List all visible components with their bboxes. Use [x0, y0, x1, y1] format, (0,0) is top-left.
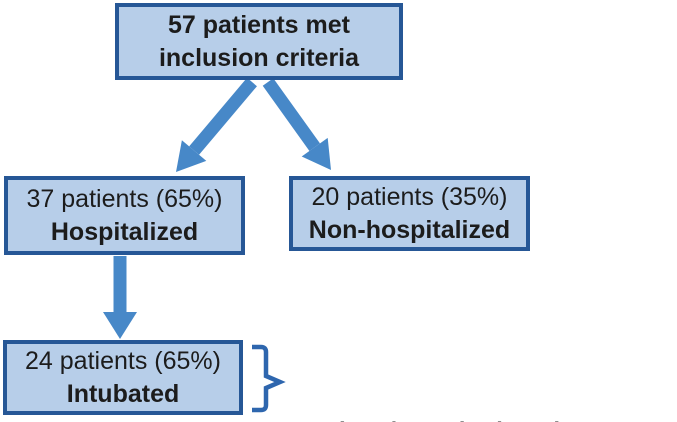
brace-icon	[252, 344, 286, 413]
intubated-annotations: - 6 (25%) required tracheostomy - 18 (75…	[292, 349, 665, 422]
box-intubated: 24 patients (65%) Intubated	[3, 340, 243, 415]
box-hospitalized-label: Hospitalized	[50, 217, 199, 246]
box-non-hospitalized-count: 20 patients (35%)	[311, 182, 508, 211]
box-inclusion-criteria: 57 patients met inclusion criteria	[115, 3, 403, 80]
box-inclusion-line2: inclusion criteria	[158, 43, 360, 72]
box-inclusion-line1: 57 patients met	[167, 10, 350, 39]
box-intubated-label: Intubated	[66, 379, 180, 408]
annotation-tracheostomy-text: 6 (25%) required tracheostomy	[314, 415, 665, 422]
box-hospitalized: 37 patients (65%) Hospitalized	[4, 176, 245, 255]
box-non-hospitalized: 20 patients (35%) Non-hospitalized	[289, 176, 530, 251]
arrow-hospitalized-to-intubated	[103, 256, 137, 339]
box-intubated-count: 24 patients (65%)	[25, 346, 221, 375]
arrow-top-to-hospitalized	[176, 77, 257, 172]
annotation-tracheostomy: - 6 (25%) required tracheostomy	[292, 415, 665, 422]
box-hospitalized-count: 37 patients (65%)	[26, 184, 223, 213]
box-non-hospitalized-label: Non-hospitalized	[308, 215, 511, 244]
arrow-top-to-nonhospitalized	[262, 78, 331, 170]
annotation-dash: -	[292, 415, 314, 422]
